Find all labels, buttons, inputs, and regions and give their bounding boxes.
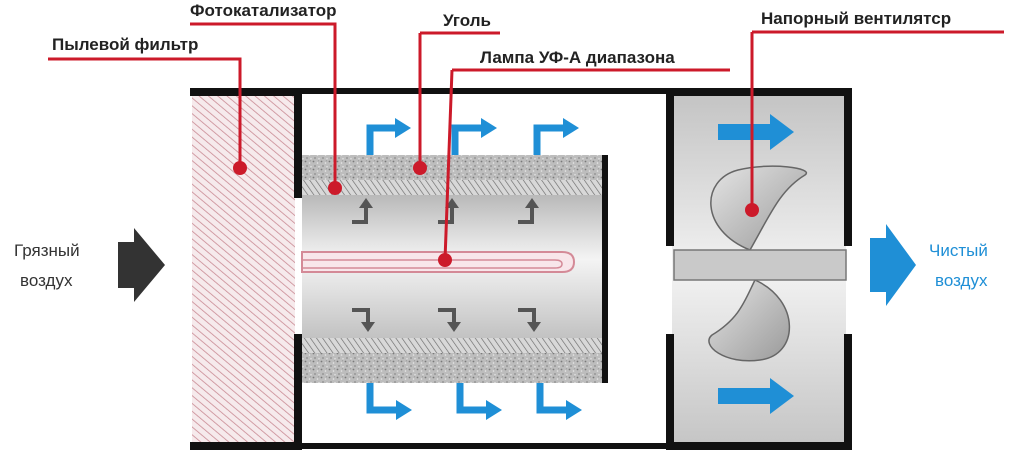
callout-line-dust-filter [48,57,242,168]
clean-air-label-line2: воздух [935,271,988,290]
flow-arrow [366,124,397,155]
inner-arrow [525,198,539,208]
label-uv-lamp: Лампа УФ-А диапазона [480,48,675,67]
flow-arrow [566,400,582,420]
dust-filter [192,95,295,449]
carbon-layer-bottom [302,353,606,383]
callouts [48,22,1004,261]
flow-arrow [366,383,398,414]
photocatalyst-layer-top [302,180,606,195]
flow-arrow [533,124,565,155]
inner-arrows-down [352,308,541,332]
callout-dot [233,161,247,175]
label-photocatalyst: Фотокатализатор [190,1,337,20]
inner-arrow [352,206,368,224]
inner-arrow [438,308,456,324]
label-carbon: Уголь [443,11,491,30]
callout-dot [745,203,759,217]
photocatalyst-layer-bottom [302,338,606,353]
dirty-air-label-line2: воздух [20,271,73,290]
flow-arrows-bottom [366,383,582,420]
flow-arrow [451,124,483,155]
carbon-layer-top [302,155,606,180]
inner-arrow [438,206,454,224]
callout-dot [328,181,342,195]
inner-arrow [352,308,370,324]
housing [190,88,666,450]
inner-arrow [359,198,373,208]
inner-arrow [518,206,534,224]
clean-air-arrow [870,224,916,306]
dirty-air-arrow [118,228,165,302]
flow-arrows-top [366,118,579,155]
inner-arrow [361,322,375,332]
flow-arrow [536,383,568,414]
inner-arrow [518,308,536,324]
label-pressure-fan: Напорный вентилятср [761,9,951,28]
flow-arrow [396,400,412,420]
label-dust-filter: Пылевой фильтр [52,35,198,54]
callout-dot [413,161,427,175]
flow-arrow [395,118,411,138]
dirty-air-label-line1: Грязный [14,241,80,260]
flow-arrow [563,118,579,138]
callout-line-photocatalyst [190,22,337,188]
flow-arrow [481,118,497,138]
flow-arrow [486,400,502,420]
callout-dots [233,161,759,267]
flow-arrow [718,114,794,150]
flow-arrow [718,378,794,414]
inner-arrow [527,322,541,332]
pressure-fan [673,165,847,362]
fan-flow-arrows [718,114,794,414]
flow-arrow [456,383,488,414]
uv-lamp [301,251,576,273]
fan-shaft [673,249,847,281]
callout-dot [438,253,452,267]
clean-air-label-line1: Чистый [929,241,988,260]
inner-arrow [447,322,461,332]
